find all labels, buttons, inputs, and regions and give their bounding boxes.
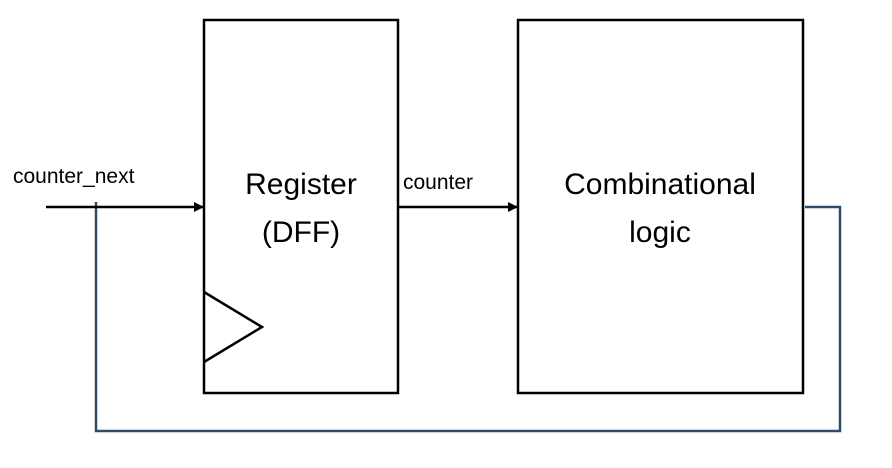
combinational-label-line1: Combinational <box>564 168 756 201</box>
register-label-line2: (DFF) <box>262 216 340 249</box>
output-signal-label: counter <box>403 171 473 194</box>
register-label-line1: Register <box>245 168 357 201</box>
input-signal-label: counter_next <box>13 165 135 188</box>
combinational-label-line2: logic <box>629 216 691 249</box>
feedback-wire <box>94 202 842 433</box>
register-block <box>202 18 400 395</box>
clock-triangle-icon <box>203 290 265 364</box>
combinational-block <box>516 18 805 395</box>
